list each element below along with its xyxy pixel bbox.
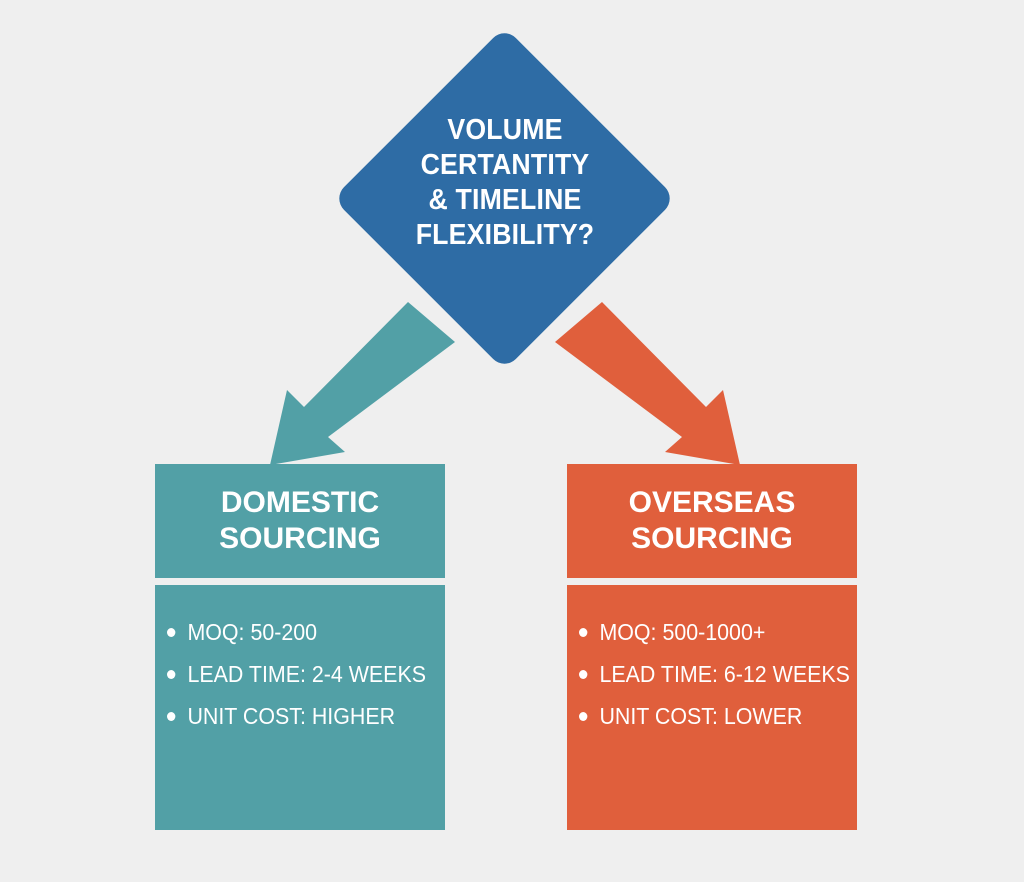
decision-line: FLEXIBILITY? bbox=[415, 218, 595, 251]
overseas-moq: MOQ: 500-1000+ bbox=[579, 619, 850, 661]
overseas-lead-time: LEAD TIME: 6-12 WEEKS bbox=[579, 661, 850, 703]
domestic-sourcing-box: DOMESTIC SOURCING MOQ: 50-200 LEAD TIME:… bbox=[155, 464, 445, 830]
bullet-dot-icon bbox=[579, 628, 588, 637]
overseas-title: OVERSEAS SOURCING bbox=[567, 464, 857, 578]
domestic-title-line: SOURCING bbox=[219, 522, 381, 555]
overseas-title-line: OVERSEAS bbox=[628, 486, 796, 519]
domestic-divider bbox=[155, 578, 445, 585]
bullet-dot-icon bbox=[167, 670, 176, 679]
overseas-details: MOQ: 500-1000+ LEAD TIME: 6-12 WEEKS UNI… bbox=[567, 585, 857, 830]
decision-line: VOLUME bbox=[447, 113, 563, 146]
domestic-bullet-list: MOQ: 50-200 LEAD TIME: 2-4 WEEKS UNIT CO… bbox=[167, 619, 445, 745]
domestic-details: MOQ: 50-200 LEAD TIME: 2-4 WEEKS UNIT CO… bbox=[155, 585, 445, 830]
decision-question: VOLUME CERTANTITY & TIMELINE FLEXIBILITY… bbox=[390, 110, 620, 255]
bullet-dot-icon bbox=[579, 670, 588, 679]
domestic-title: DOMESTIC SOURCING bbox=[155, 464, 445, 578]
bullet-dot-icon bbox=[167, 628, 176, 637]
domestic-unit-cost: UNIT COST: HIGHER bbox=[167, 703, 426, 745]
domestic-lead-time: LEAD TIME: 2-4 WEEKS bbox=[167, 661, 426, 703]
decision-line: & TIMELINE bbox=[428, 183, 582, 216]
decision-diamond bbox=[339, 33, 670, 364]
overseas-bullet-list: MOQ: 500-1000+ LEAD TIME: 6-12 WEEKS UNI… bbox=[579, 619, 870, 745]
bullet-dot-icon bbox=[167, 712, 176, 721]
domestic-title-line: DOMESTIC bbox=[220, 486, 380, 519]
arrow-to-overseas bbox=[555, 302, 740, 465]
domestic-moq: MOQ: 50-200 bbox=[167, 619, 426, 661]
overseas-divider bbox=[567, 578, 857, 585]
overseas-sourcing-box: OVERSEAS SOURCING MOQ: 500-1000+ LEAD TI… bbox=[567, 464, 857, 830]
overseas-unit-cost: UNIT COST: LOWER bbox=[579, 703, 850, 745]
overseas-title-line: SOURCING bbox=[631, 522, 793, 555]
decision-line: CERTANTITY bbox=[420, 148, 590, 181]
arrow-to-domestic bbox=[270, 302, 455, 465]
bullet-dot-icon bbox=[579, 712, 588, 721]
